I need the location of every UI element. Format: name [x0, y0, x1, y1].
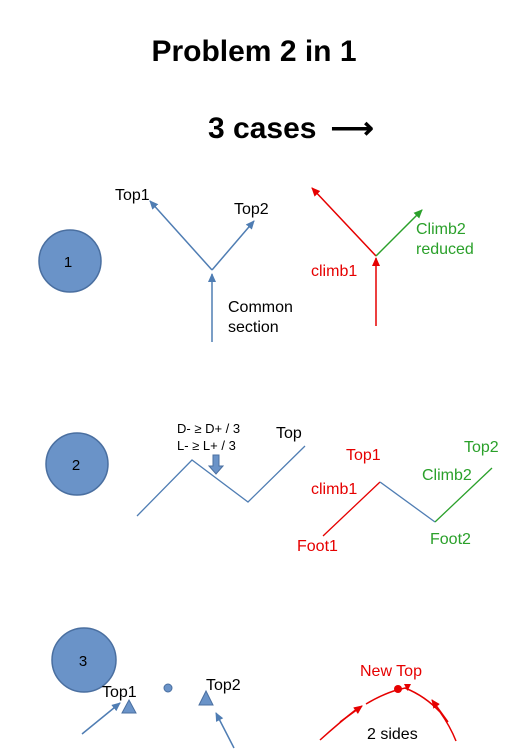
foot1-label: Foot1 — [297, 538, 338, 555]
case-number-circle — [45, 432, 109, 496]
case-number: 3 — [79, 653, 87, 670]
top1-label: Top1 — [346, 447, 381, 464]
climb2-label-2: reduced — [416, 241, 474, 258]
climb2-branch-arrow — [375, 209, 423, 257]
case-3: 3 Top1 Top2 New Top 2 sides — [51, 627, 457, 749]
foot2-label: Foot2 — [430, 531, 471, 548]
new-top-dot — [394, 685, 402, 693]
foot2-top2-line — [434, 467, 493, 523]
climb1-branch-arrow — [311, 187, 377, 257]
top1-foot2-line — [379, 481, 436, 523]
case-number-circle — [51, 627, 117, 693]
climb1-label: climb1 — [311, 263, 357, 280]
case-2: 2 D- ≥ D+ / 3 L- ≥ L+ / 3 Top Top1 climb… — [45, 421, 499, 555]
new-top-label: New Top — [360, 663, 422, 680]
page-subtitle: 3 cases ⟶ — [208, 112, 374, 145]
climb2-label-1: Climb2 — [416, 221, 466, 238]
top1-branch-arrow — [149, 200, 213, 271]
common-section-label-2: section — [228, 319, 279, 336]
case-1: 1 Top1 Top2 Common section climb1 Climb2… — [38, 187, 474, 342]
right-approach-arrow — [215, 712, 235, 749]
descent-formula: D- ≥ D+ / 3 — [177, 421, 240, 436]
common-section-label-1: Common — [228, 299, 293, 316]
top2-label: Top2 — [206, 677, 241, 694]
left-approach-arrow — [81, 702, 121, 735]
two-sides-label: 2 sides — [367, 726, 418, 743]
case-number: 2 — [72, 457, 80, 474]
right-side-arrow — [431, 699, 449, 723]
middle-dot — [163, 683, 173, 693]
subtitle-arrow: ⟶ — [331, 112, 374, 145]
top2-label: Top2 — [234, 201, 269, 218]
case-number: 1 — [64, 254, 72, 271]
top2-label: Top2 — [464, 439, 499, 456]
top2-branch-arrow — [211, 220, 255, 271]
climb1-label: climb1 — [311, 481, 357, 498]
down-block-arrow — [207, 454, 225, 475]
top1-label: Top1 — [102, 684, 137, 701]
foot1-climb1-line — [322, 481, 381, 537]
top2-triangle — [198, 689, 214, 706]
top1-label: Top1 — [115, 187, 150, 204]
page-title: Problem 2 in 1 — [151, 35, 356, 68]
top1-triangle — [121, 698, 137, 714]
subtitle-text: 3 cases — [208, 112, 316, 145]
length-formula: L- ≥ L+ / 3 — [177, 438, 236, 453]
left-side-arrow — [339, 705, 363, 723]
new-top-marker — [404, 684, 411, 691]
blue-profile-line — [136, 445, 306, 517]
climb2-label: Climb2 — [422, 467, 472, 484]
case-number-circle — [38, 229, 102, 293]
top-label: Top — [276, 425, 302, 442]
